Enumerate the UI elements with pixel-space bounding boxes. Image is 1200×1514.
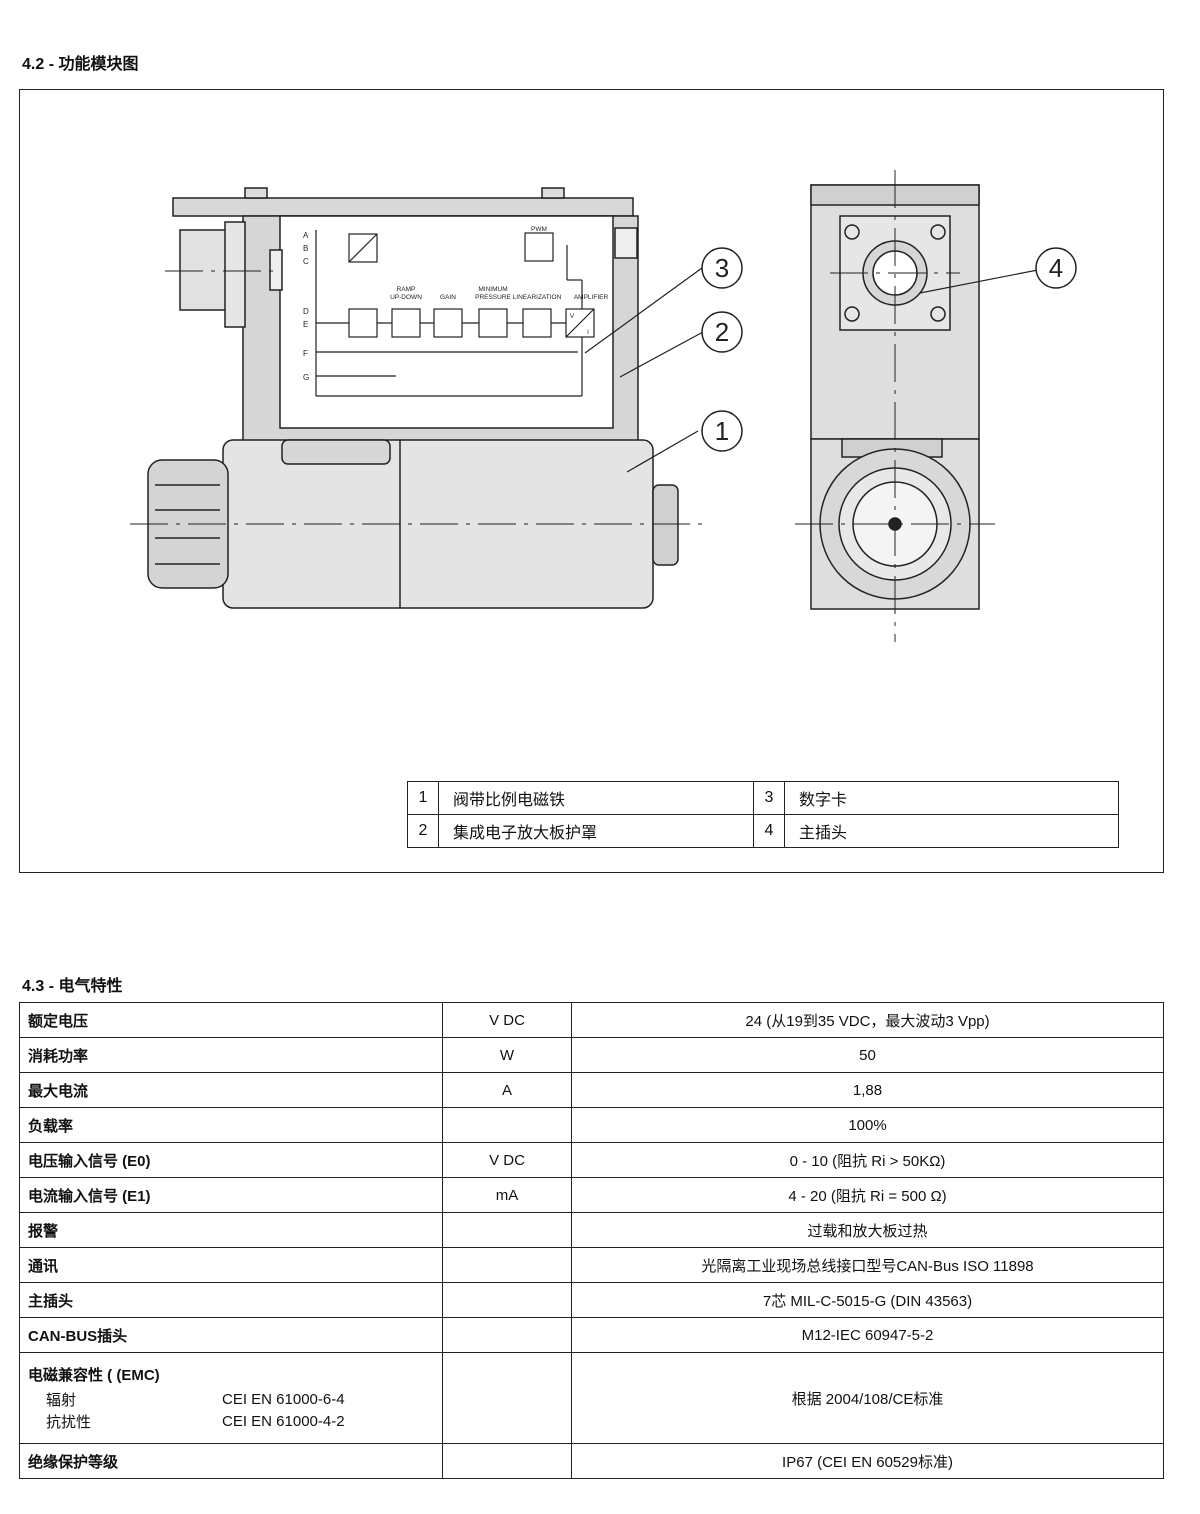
emc-immunity-line: 抗扰性 CEI EN 61000-4-2 (28, 1411, 442, 1433)
amplifier-v-label: V (570, 313, 575, 320)
table-row: 主插头 7芯 MIL-C-5015-G (DIN 43563) (19, 1282, 1164, 1318)
value-cell: 1,88 (571, 1072, 1164, 1108)
table-row: CAN-BUS插头 M12-IEC 60947-5-2 (19, 1317, 1164, 1353)
functional-block-diagram: A B C D E F G PWM RAMP UP-DOWN GAIN MINI… (130, 170, 1077, 642)
param-cell: 额定电压 (19, 1002, 443, 1038)
block-label-linearization: LINEARIZATION (513, 294, 562, 301)
value-cell: 0 - 10 (阻抗 Ri > 50KΩ) (571, 1142, 1164, 1178)
value-cell: IP67 (CEI EN 60529标准) (571, 1443, 1164, 1479)
table-row: 额定电压 V DC 24 (从19到35 VDC，最大波动3 Vpp) (19, 1002, 1164, 1038)
legend-num: 1 (407, 781, 439, 815)
unit-cell (442, 1352, 572, 1444)
amplifier-i-label: I (587, 329, 589, 336)
legend-num: 4 (753, 814, 785, 848)
param-cell: 电流输入信号 (E1) (19, 1177, 443, 1213)
param-cell: 绝缘保护等级 (19, 1443, 443, 1479)
table-row: 绝缘保护等级 IP67 (CEI EN 60529标准) (19, 1443, 1164, 1479)
value-cell: 24 (从19到35 VDC，最大波动3 Vpp) (571, 1002, 1164, 1038)
legend-table: 1 阀带比例电磁铁 3 数字卡 2 集成电子放大板护罩 4 主插头 (407, 781, 1119, 848)
emc-title: 电磁兼容性 ( (EMC) (28, 1366, 160, 1384)
diagram-frame: A B C D E F G PWM RAMP UP-DOWN GAIN MINI… (19, 89, 1164, 873)
legend-num: 2 (407, 814, 439, 848)
port-label-g: G (303, 373, 309, 382)
param-cell: 主插头 (19, 1282, 443, 1318)
legend-item: 主插头 (784, 814, 1119, 848)
legend-num: 3 (753, 781, 785, 815)
callout-4: 4 (1049, 253, 1063, 283)
table-row: 通讯 光隔离工业现场总线接口型号CAN-Bus ISO 11898 (19, 1247, 1164, 1283)
unit-cell (442, 1282, 572, 1318)
unit-cell: V DC (442, 1002, 572, 1038)
table-row: 最大电流 A 1,88 (19, 1072, 1164, 1108)
callout-2: 2 (715, 317, 729, 347)
emc-emission-label: 辐射 (46, 1390, 77, 1409)
value-cell: 光隔离工业现场总线接口型号CAN-Bus ISO 11898 (571, 1247, 1164, 1283)
port-label-f: F (303, 349, 308, 358)
block-label-pwm: PWM (531, 226, 547, 233)
unit-cell (442, 1317, 572, 1353)
table-row: 电压输入信号 (E0) V DC 0 - 10 (阻抗 Ri > 50KΩ) (19, 1142, 1164, 1178)
value-cell: 7芯 MIL-C-5015-G (DIN 43563) (571, 1282, 1164, 1318)
param-cell: 通讯 (19, 1247, 443, 1283)
emc-immunity-std: CEI EN 61000-4-2 (222, 1412, 345, 1430)
section-42-title: 4.2 - 功能模块图 (22, 56, 139, 73)
electrical-spec-table: 额定电压 V DC 24 (从19到35 VDC，最大波动3 Vpp) 消耗功率… (19, 1002, 1164, 1479)
unit-cell: mA (442, 1177, 572, 1213)
param-cell: 报警 (19, 1212, 443, 1248)
unit-cell: V DC (442, 1142, 572, 1178)
callout-3: 3 (715, 253, 729, 283)
unit-cell (442, 1107, 572, 1143)
unit-cell (442, 1212, 572, 1248)
port-label-c: C (303, 257, 309, 266)
value-cell: 过载和放大板过热 (571, 1212, 1164, 1248)
legend-row: 2 集成电子放大板护罩 4 主插头 (407, 814, 1119, 848)
emc-emission-std: CEI EN 61000-6-4 (222, 1390, 345, 1408)
table-row: 电流输入信号 (E1) mA 4 - 20 (阻抗 Ri = 500 Ω) (19, 1177, 1164, 1213)
emc-param-cell: 电磁兼容性 ( (EMC) 辐射 CEI EN 61000-6-4 抗扰性 CE… (19, 1352, 443, 1444)
section-43-title: 4.3 - 电气特性 (22, 978, 123, 995)
block-label-amplifier: AMPLIFIER (574, 294, 609, 301)
unit-cell: W (442, 1037, 572, 1073)
value-cell: 根据 2004/108/CE标准 (571, 1352, 1164, 1444)
emc-emission-line: 辐射 CEI EN 61000-6-4 (28, 1389, 442, 1411)
table-row-emc: 电磁兼容性 ( (EMC) 辐射 CEI EN 61000-6-4 抗扰性 CE… (19, 1352, 1164, 1444)
block-label-ramp: RAMP (397, 286, 416, 293)
param-cell: 消耗功率 (19, 1037, 443, 1073)
port-label-e: E (303, 320, 308, 329)
port-label-b: B (303, 244, 308, 253)
block-label-pressure: PRESSURE (475, 294, 511, 301)
port-label-d: D (303, 307, 309, 316)
value-cell: M12-IEC 60947-5-2 (571, 1317, 1164, 1353)
unit-cell: A (442, 1072, 572, 1108)
legend-row: 1 阀带比例电磁铁 3 数字卡 (407, 781, 1119, 815)
block-label-gain: GAIN (440, 294, 456, 301)
unit-cell (442, 1247, 572, 1283)
legend-item: 数字卡 (784, 781, 1119, 815)
callout-1: 1 (715, 416, 729, 446)
block-label-minimum: MINIMUM (478, 286, 507, 293)
value-cell: 50 (571, 1037, 1164, 1073)
param-cell: 最大电流 (19, 1072, 443, 1108)
port-label-a: A (303, 231, 309, 240)
table-row: 消耗功率 W 50 (19, 1037, 1164, 1073)
table-row: 负载率 100% (19, 1107, 1164, 1143)
param-cell: 负载率 (19, 1107, 443, 1143)
unit-cell (442, 1443, 572, 1479)
table-row: 报警 过载和放大板过热 (19, 1212, 1164, 1248)
legend-item: 集成电子放大板护罩 (438, 814, 754, 848)
value-cell: 100% (571, 1107, 1164, 1143)
value-cell: 4 - 20 (阻抗 Ri = 500 Ω) (571, 1177, 1164, 1213)
block-label-updown: UP-DOWN (390, 294, 422, 301)
emc-immunity-label: 抗扰性 (46, 1412, 92, 1431)
param-cell: 电压输入信号 (E0) (19, 1142, 443, 1178)
param-cell: CAN-BUS插头 (19, 1317, 443, 1353)
legend-item: 阀带比例电磁铁 (438, 781, 754, 815)
